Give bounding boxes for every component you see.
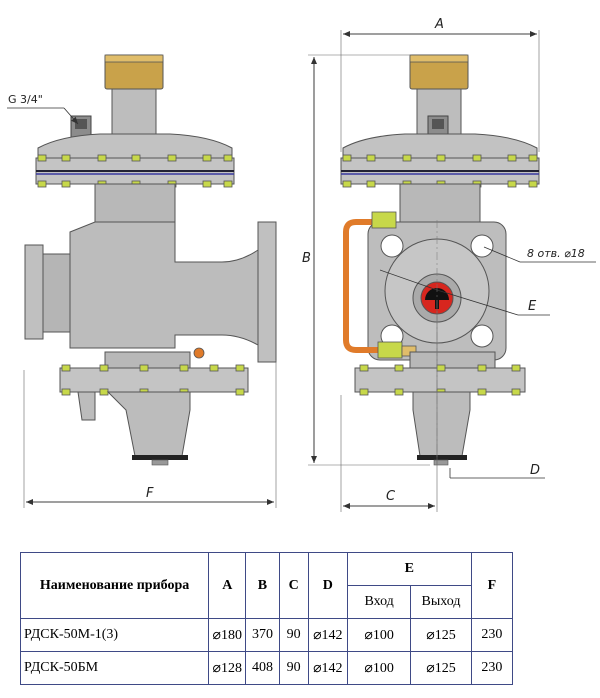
bolts-lower-right [359, 364, 521, 396]
table-row: РДСК-50БМ ⌀128 408 90 ⌀142 ⌀100 ⌀125 230 [19, 651, 514, 685]
valve-body [69, 221, 259, 349]
col-e-in-header: Вход [346, 585, 412, 619]
dim-a-label: A [434, 17, 444, 32]
cell-name: РДСК-50М-1(3) [19, 618, 210, 652]
cell-f: 230 [470, 618, 514, 652]
col-c-header: C [278, 552, 309, 619]
cell-f: 230 [470, 651, 514, 685]
col-a-header: A [208, 552, 247, 619]
lower-flange-front [354, 367, 526, 393]
col-d-header: D [307, 552, 348, 619]
col-e-header: E [346, 552, 472, 586]
side-view: G 3/4" F [7, 54, 277, 508]
dim-f-label: F [146, 486, 154, 501]
upper-neck [111, 88, 157, 140]
holes-label: 8 отв. ⌀18 [527, 247, 585, 260]
cell-c: 90 [278, 618, 309, 652]
col-name-header: Наименование прибора [19, 552, 210, 619]
dim-b-label: B [302, 251, 311, 266]
lower-flange [59, 367, 249, 393]
outlet-flange [257, 221, 277, 363]
inlet-flange [24, 244, 44, 340]
col-e-out-header: Выход [410, 585, 472, 619]
cell-name: РДСК-50БМ [19, 651, 210, 685]
cell-a: ⌀180 [208, 618, 247, 652]
technical-drawing: G 3/4" F [7, 17, 596, 512]
cell-e-out: ⌀125 [410, 618, 472, 652]
cell-e-in: ⌀100 [346, 618, 412, 652]
lower-bell [106, 391, 191, 457]
cell-b: 408 [245, 651, 280, 685]
cell-e-out: ⌀125 [410, 651, 472, 685]
diaphragm-cover [37, 133, 233, 159]
cell-a: ⌀128 [208, 651, 247, 685]
table-row: РДСК-50М-1(3) ⌀180 370 90 ⌀142 ⌀100 ⌀125… [19, 618, 514, 652]
col-b-header: B [245, 552, 280, 619]
dimensions-table: Наименование прибора A B C D E F Вход Вы… [19, 552, 514, 685]
col-f-header: F [470, 552, 514, 619]
dim-c-label: C [386, 489, 396, 504]
thread-label: G 3/4" [8, 93, 43, 106]
impulse-tube [343, 219, 380, 353]
cell-d: ⌀142 [307, 651, 348, 685]
cell-c: 90 [278, 651, 309, 685]
table-subheader-row: Вход Выход [21, 585, 513, 619]
cell-d: ⌀142 [307, 618, 348, 652]
dim-d-label: D [530, 463, 540, 478]
cell-e-in: ⌀100 [346, 651, 412, 685]
dim-e-label: E [528, 299, 537, 314]
front-view: A B C D 8 отв. ⌀18 E [302, 17, 596, 512]
cell-b: 370 [245, 618, 280, 652]
table-header-row: Наименование прибора A B C D E F [19, 552, 514, 619]
